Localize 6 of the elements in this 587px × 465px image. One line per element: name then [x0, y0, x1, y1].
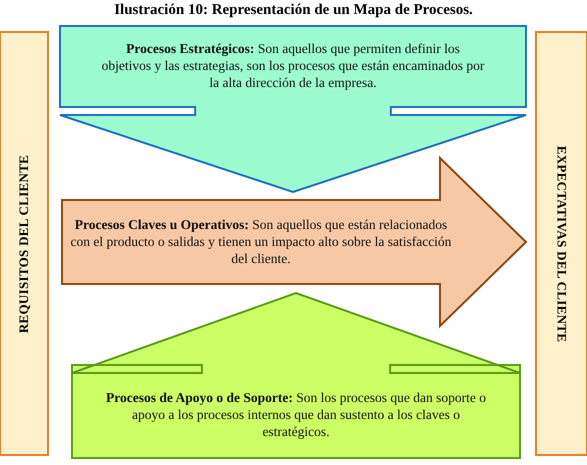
process-description: Procesos Estratégicos: Son aquellos que permiten definir los objetivos y las estrategias, son los procesos que están encaminados por la alta dirección de la empresa. [100, 40, 486, 91]
process-description: Procesos Claves u Operativos: Son aquellos que están relacionados con el producto o salidas y tienen un impacto alto sobre la satisfacción del cliente. [70, 216, 452, 267]
side-label: REQUISITOS DEL CLIENTE [16, 154, 32, 333]
process-description: Procesos de Apoyo o de Soporte: Son los procesos que dan soporte o apoyo a los procesos internos que dan sustento a los claves o estratégicos. [105, 389, 487, 440]
side-label: EXPECTATIVAS DEL CLIENTE [554, 145, 570, 342]
diagram-title: Ilustración 10: Representación de un Mapa de Procesos. [113, 2, 474, 19]
